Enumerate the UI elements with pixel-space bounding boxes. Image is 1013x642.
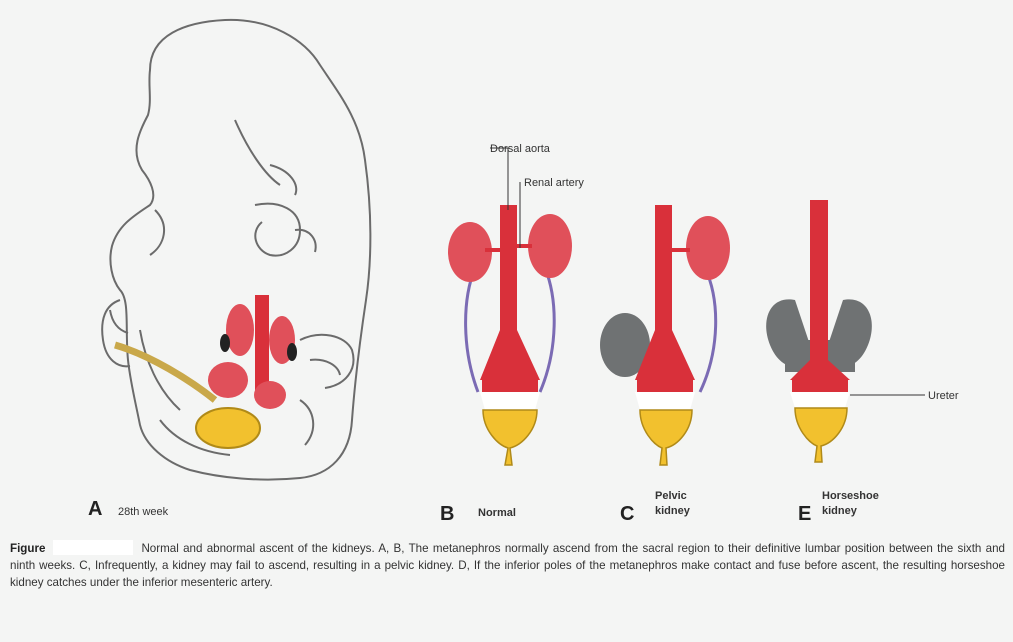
panel-e-horseshoe-kidney xyxy=(766,200,925,462)
embryo-kidneys xyxy=(115,295,297,448)
panel-c-label-line2: kidney xyxy=(655,505,691,517)
renal-artery-label: Renal artery xyxy=(524,177,584,189)
ureter-label: Ureter xyxy=(928,390,959,402)
panel-b-normal xyxy=(448,205,572,465)
panel-e-label-line2: kidney xyxy=(822,505,858,517)
redacted-figure-number xyxy=(53,540,133,555)
figure-word: Figure xyxy=(10,542,45,555)
dorsal-aorta-label: Dorsal aorta xyxy=(490,143,551,155)
panel-c-pelvic-kidney xyxy=(600,205,730,465)
panel-b-label: Normal xyxy=(478,507,516,519)
panel-c-label-line1: Pelvic xyxy=(655,490,687,502)
panel-a-label: 28th week xyxy=(118,506,169,518)
kidney-ascent-diagram: Dorsal aorta Renal artery Ureter A 28th … xyxy=(0,0,1013,540)
caption-text: Normal and abnormal ascent of the kidney… xyxy=(10,542,1005,589)
panel-b-letter: B xyxy=(440,503,454,525)
panel-c-letter: C xyxy=(620,503,634,525)
panel-e-label-line1: Horseshoe xyxy=(822,490,879,502)
panel-e-letter: E xyxy=(798,503,811,525)
panel-a-letter: A xyxy=(88,498,102,520)
